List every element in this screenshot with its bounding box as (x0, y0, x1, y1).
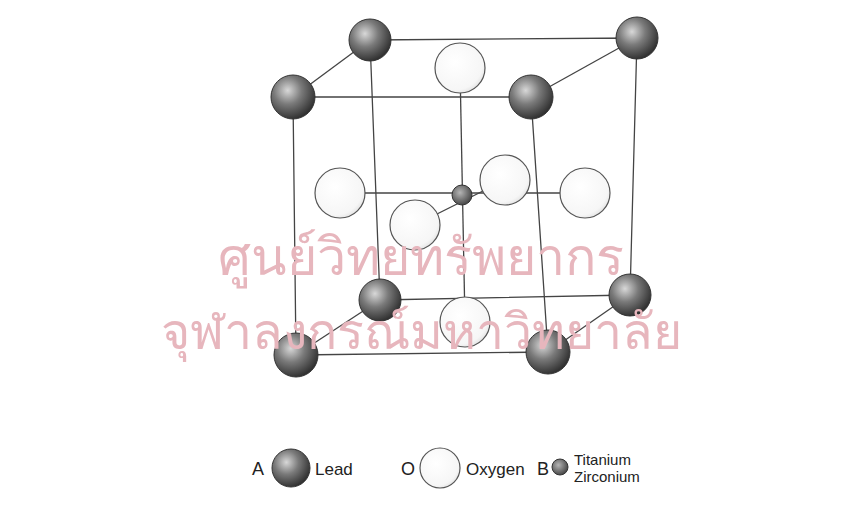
watermark-text: ศูนย์วิทยทรัพยากร (218, 229, 624, 286)
legend-text: Oxygen (466, 461, 525, 480)
legend-samples (272, 448, 568, 488)
legend-text: Lead (315, 461, 353, 480)
site-letter: A (252, 460, 264, 480)
site-letter: O (401, 460, 415, 480)
watermark-text: จุฬาลงกรณ์มหาวิทยาลัย (161, 305, 682, 360)
legend-text: Titanium Zirconium (574, 452, 648, 485)
site-letter: B (537, 460, 549, 480)
